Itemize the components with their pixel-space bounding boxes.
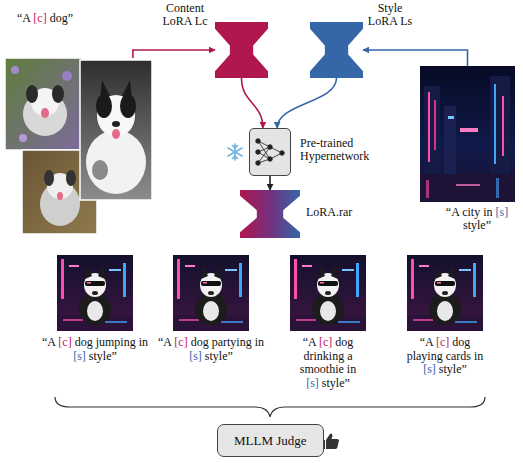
- placeholder-token: [c]: [174, 335, 187, 349]
- lora-shape: [310, 22, 363, 78]
- prompt-caption: “A [c] dog playing cards in [s] style”: [405, 336, 485, 377]
- lora-block: Style LoRA Ls: [310, 22, 363, 78]
- node-label: MLLM Judge: [234, 433, 307, 448]
- dog-photo: [80, 60, 152, 200]
- photo-group: “A [c] dog”: [5, 58, 152, 234]
- hypernetwork-box: Pre-trained Hypernetwork: [249, 128, 291, 176]
- caption: Style LoRA Ls: [367, 2, 413, 28]
- placeholder-token: [c]: [33, 11, 46, 25]
- connector: [277, 78, 336, 128]
- judge-box: MLLM Judge: [217, 424, 324, 457]
- caption: “A city in [s] style”: [440, 206, 514, 232]
- connector: [269, 176, 271, 190]
- placeholder-token: [c]: [436, 335, 449, 349]
- hypernetwork-fill: [249, 128, 291, 176]
- caption: Pre-trained Hypernetwork: [300, 137, 384, 163]
- caption: Content LoRA Lc: [159, 2, 211, 28]
- lora-outline: [215, 22, 268, 78]
- photo: “A city in [s] style”: [420, 66, 515, 202]
- brace: [55, 397, 485, 417]
- caption: “A [c] dog”: [17, 12, 137, 25]
- network-icon: [256, 139, 285, 166]
- generated-image: [173, 255, 249, 331]
- placeholder-token: [s]: [423, 362, 436, 376]
- city-photo: [420, 66, 515, 202]
- prompt-caption: “A [c] dog jumping in [s] style”: [39, 336, 151, 363]
- generated-image: [57, 255, 133, 331]
- placeholder-token: [c]: [58, 335, 71, 349]
- connector: [363, 50, 468, 66]
- lora-outline: [310, 22, 363, 78]
- frozen-icon: [228, 144, 242, 160]
- prompt-caption: “A [c] dog partying in [s] style”: [155, 336, 267, 363]
- lora-shape: [215, 22, 268, 78]
- lora-shape: [240, 190, 300, 238]
- caption: LoRA.rar: [306, 206, 376, 219]
- lora-block: Content LoRA Lc: [215, 22, 268, 78]
- placeholder-token: [s]: [189, 349, 202, 363]
- prompt-caption: “A [c] dog drinking a smoothie in [s] st…: [296, 336, 360, 390]
- connector: [242, 78, 263, 128]
- placeholder-token: [s]: [73, 349, 86, 363]
- placeholder-token: [c]: [319, 335, 332, 349]
- generated-image: [407, 255, 483, 331]
- dog-photo: [5, 58, 82, 150]
- placeholder-token: [s]: [496, 205, 509, 219]
- generated-image: [290, 255, 366, 331]
- lora-outline: [240, 190, 300, 238]
- connector: [133, 50, 215, 58]
- lora-block: LoRA.rar: [240, 190, 300, 238]
- thumbs-up-icon: [321, 434, 339, 449]
- placeholder-token: [s]: [306, 376, 319, 390]
